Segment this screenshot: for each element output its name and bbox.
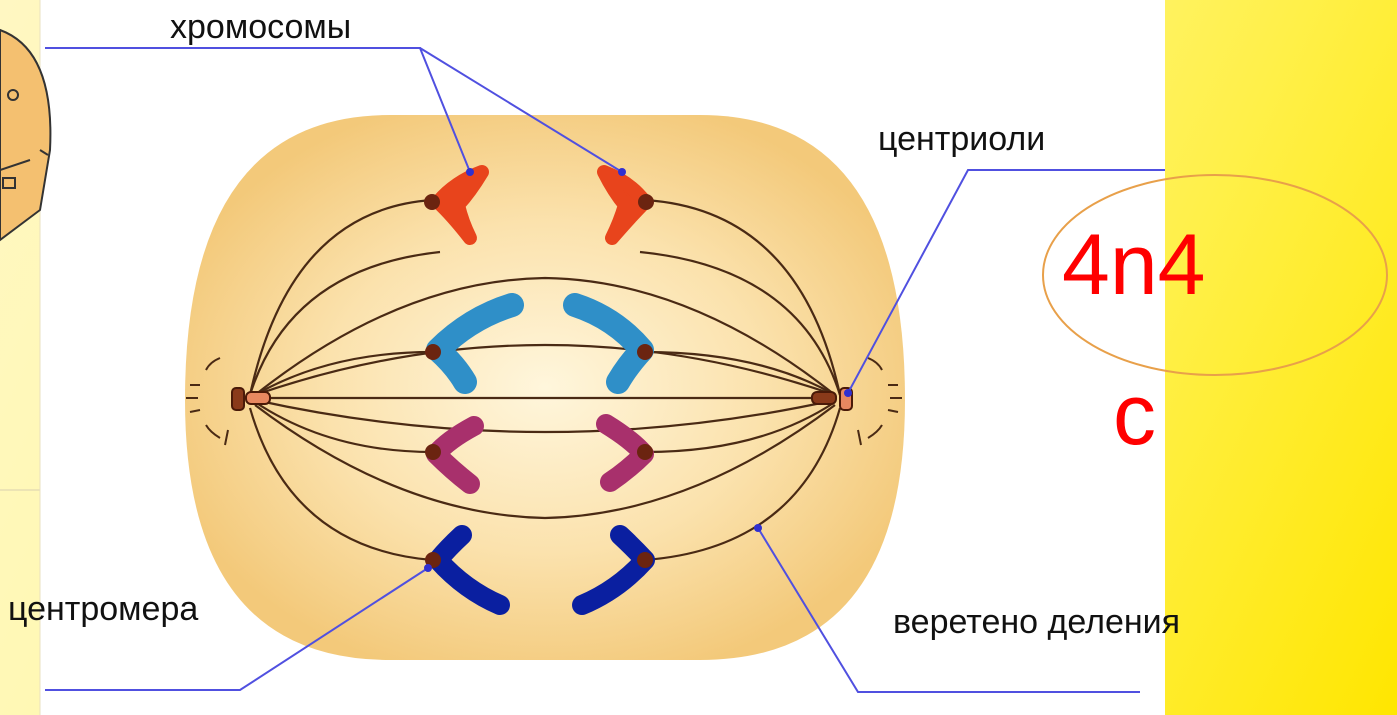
- label-spindle: веретено деления: [893, 603, 1180, 642]
- cell-body: [185, 115, 905, 660]
- label-centrioles: центриоли: [878, 120, 1045, 159]
- label-chromosomes: хромосомы: [170, 8, 351, 47]
- label-centromere: центромера: [8, 590, 198, 629]
- formula-line-2: с: [1113, 372, 1156, 458]
- formula-line-1: 4n4: [1062, 222, 1206, 308]
